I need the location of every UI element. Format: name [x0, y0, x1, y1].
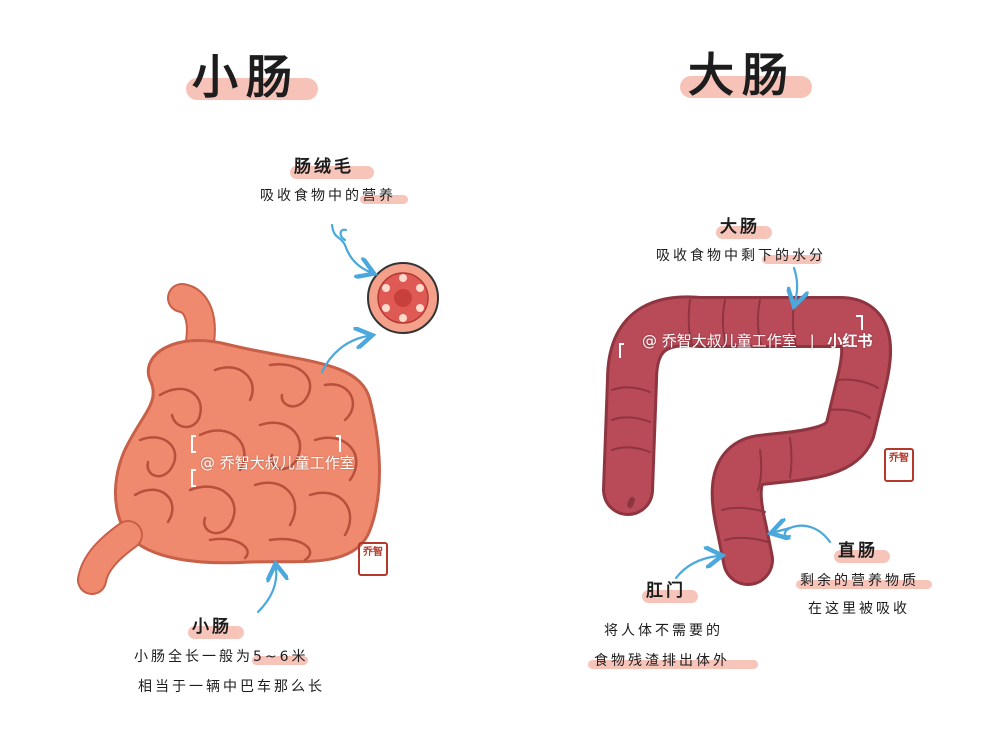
watermark-brackets	[191, 315, 863, 487]
right-seal: 乔智	[884, 448, 914, 482]
rectum-label-highlight	[834, 550, 890, 563]
villi-arrow	[330, 223, 370, 272]
villi-label-highlight	[290, 166, 374, 179]
rectum-arrow	[783, 524, 832, 544]
anus-label-highlight	[642, 590, 698, 603]
large-intestine-desc-highlight	[762, 255, 822, 264]
right-watermark: @ 乔智大叔儿童工作室 | 小红书	[642, 330, 872, 351]
right-watermark-brand: 小红书	[827, 332, 873, 350]
small-intestine-desc-highlight	[252, 656, 308, 665]
left-watermark: @ 乔智大叔儿童工作室	[200, 454, 355, 472]
left-title-highlight	[186, 78, 318, 100]
arrows	[256, 223, 832, 614]
small-intestine-illustration	[77, 283, 381, 595]
anus-desc-highlight	[588, 660, 758, 669]
right-watermark-text: @ 乔智大叔儿童工作室	[642, 332, 797, 350]
villi-desc-highlight	[360, 195, 408, 204]
large-intestine-label-highlight	[716, 226, 772, 239]
right-title: 大肠	[688, 48, 796, 102]
anus-arrow	[674, 556, 718, 580]
rectum-desc-2: 在这里被吸收	[808, 601, 910, 617]
large-intestine-arrow	[794, 266, 797, 302]
villus-cross-section	[367, 262, 439, 334]
large-intestine-label: 大肠	[720, 217, 760, 237]
left-title: 小肠	[192, 50, 300, 104]
large-intestine-desc: 吸收食物中剩下的水分	[656, 248, 826, 264]
right-title-highlight	[680, 76, 812, 98]
villi-desc: 吸收食物中的营养	[260, 188, 396, 204]
anus-desc-2: 食物残渣排出体外	[594, 653, 730, 669]
anus-label: 肛门	[646, 581, 686, 601]
anus-desc-1: 将人体不需要的	[604, 623, 723, 639]
small-intestine-zoom-arrow	[320, 336, 368, 374]
small-intestine-label-highlight	[188, 626, 244, 639]
rectum-desc-1: 剩余的营养物质	[800, 573, 919, 589]
rectum-desc-highlight	[796, 580, 932, 589]
small-intestine-arrow	[256, 568, 276, 614]
small-intestine-label: 小肠	[192, 617, 232, 637]
rectum-label: 直肠	[838, 541, 878, 561]
small-intestine-desc-2: 相当于一辆中巴车那么长	[138, 679, 325, 695]
villi-label: 肠绒毛	[294, 157, 354, 177]
right-watermark-divider: |	[809, 332, 815, 350]
large-intestine-illustration	[602, 295, 893, 586]
small-intestine-desc-1: 小肠全长一般为5~6米	[134, 649, 309, 665]
left-seal: 乔智	[358, 542, 388, 576]
